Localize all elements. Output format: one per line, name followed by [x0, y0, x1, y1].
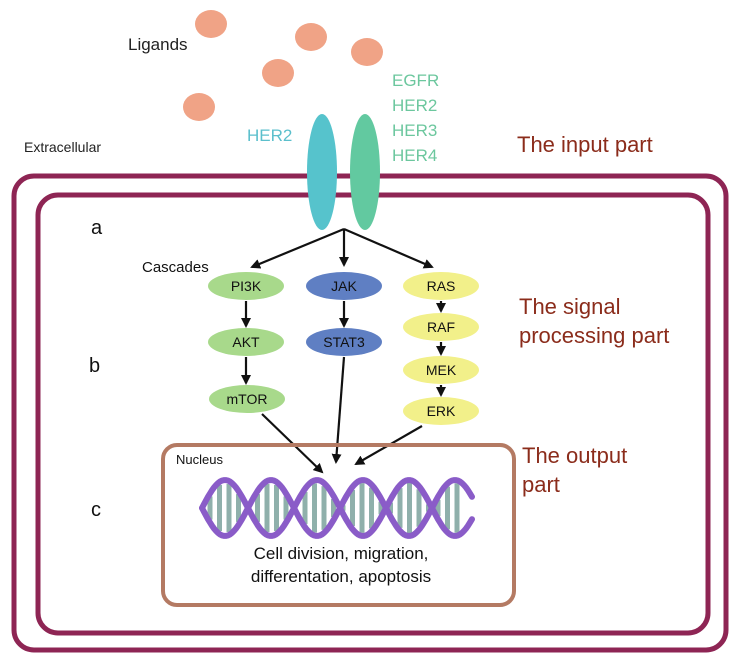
stat3-node-label: STAT3: [323, 334, 365, 350]
erk-node-label: ERK: [427, 403, 456, 419]
outcome-line2: differentation, apoptosis: [251, 567, 431, 586]
mek-node-label: MEK: [426, 362, 457, 378]
receptor-label-her3: HER3: [392, 121, 437, 140]
ligand-dot: [183, 93, 215, 121]
dna-helix: [199, 477, 475, 539]
outcome-line1: Cell division, migration,: [254, 544, 429, 563]
jak-node-label: JAK: [331, 278, 357, 294]
receptor-label-her4: HER4: [392, 146, 437, 165]
ligand-dot: [295, 23, 327, 51]
jak-node: [306, 272, 382, 300]
extracellular-label: Extracellular: [24, 139, 101, 155]
receptor-label-egfr: EGFR: [392, 71, 439, 90]
mtor-node: [209, 385, 285, 413]
arrow-to-ras: [343, 227, 434, 269]
dna-strand: [199, 477, 475, 539]
receptor-label-her2: HER2: [392, 96, 437, 115]
mtor-node-label: mTOR: [227, 391, 268, 407]
her2-label: HER2: [247, 126, 292, 145]
raf-node-label: RAF: [427, 319, 455, 335]
arrow-to-pi3k: [250, 227, 345, 269]
raf-node: [403, 313, 479, 341]
egfr-family-receptor: [350, 114, 380, 230]
stat3-node: [306, 328, 382, 356]
input-part-title: The input part: [517, 132, 653, 157]
ras-node-label: RAS: [427, 278, 456, 294]
ligands-label: Ligands: [128, 35, 188, 54]
nucleus-label: Nucleus: [176, 452, 223, 467]
akt-node: [208, 328, 284, 356]
ligands-group: [183, 10, 383, 121]
pi3k-node: [208, 272, 284, 300]
signal-part-title-line2: processing part: [519, 323, 669, 348]
mek-node: [403, 356, 479, 384]
receptor-arrows: [250, 227, 434, 269]
section-a: a: [91, 217, 103, 239]
section-c: c: [91, 499, 101, 521]
her2-receptor: [307, 114, 337, 230]
nucleus-box: [161, 443, 516, 607]
ligand-dot: [262, 59, 294, 87]
akt-node-label: AKT: [232, 334, 260, 350]
output-part-title-line2: part: [522, 472, 560, 497]
cascades-label: Cascades: [142, 259, 209, 276]
ligand-dot: [351, 38, 383, 66]
output-part-title-line1: The output: [522, 443, 627, 468]
erk-node: [403, 397, 479, 425]
ras-node: [403, 272, 479, 300]
section-b: b: [89, 355, 100, 377]
signal-part-title-line1: The signal: [519, 294, 621, 319]
ligand-dot: [195, 10, 227, 38]
pi3k-node-label: PI3K: [231, 278, 262, 294]
